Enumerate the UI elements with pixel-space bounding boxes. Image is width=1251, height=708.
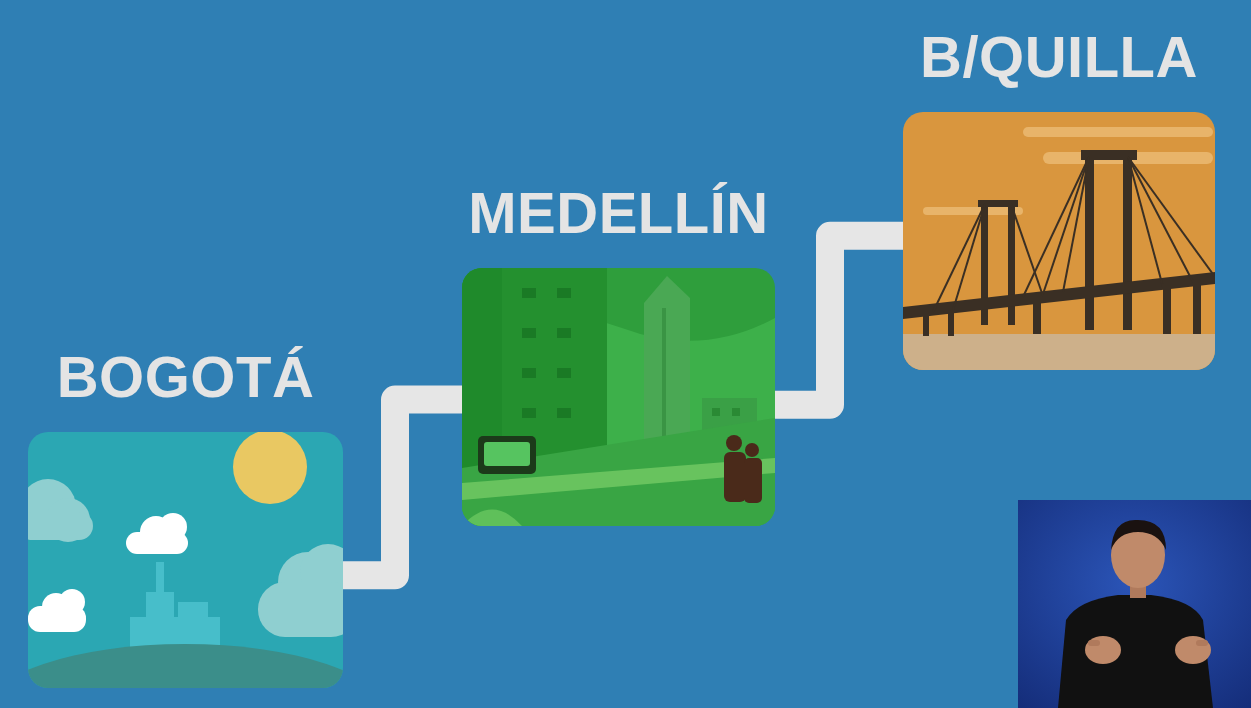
step-connector <box>343 400 462 576</box>
city-heading: MEDELLÍN <box>462 178 775 248</box>
city-card <box>28 432 343 688</box>
city-heading: B/QUILLA <box>903 22 1215 92</box>
city-node: BOGOTÁ <box>28 342 343 688</box>
city-card <box>903 112 1215 370</box>
interpreter-inset <box>1018 500 1251 708</box>
barranquilla-illustration <box>903 112 1215 370</box>
city-card <box>462 268 775 526</box>
step-connector <box>775 236 903 405</box>
bogota-illustration <box>28 432 343 688</box>
city-node: MEDELLÍN <box>462 178 775 526</box>
city-node: B/QUILLA <box>903 22 1215 370</box>
medellin-illustration <box>462 268 775 526</box>
city-heading: BOGOTÁ <box>28 342 343 412</box>
